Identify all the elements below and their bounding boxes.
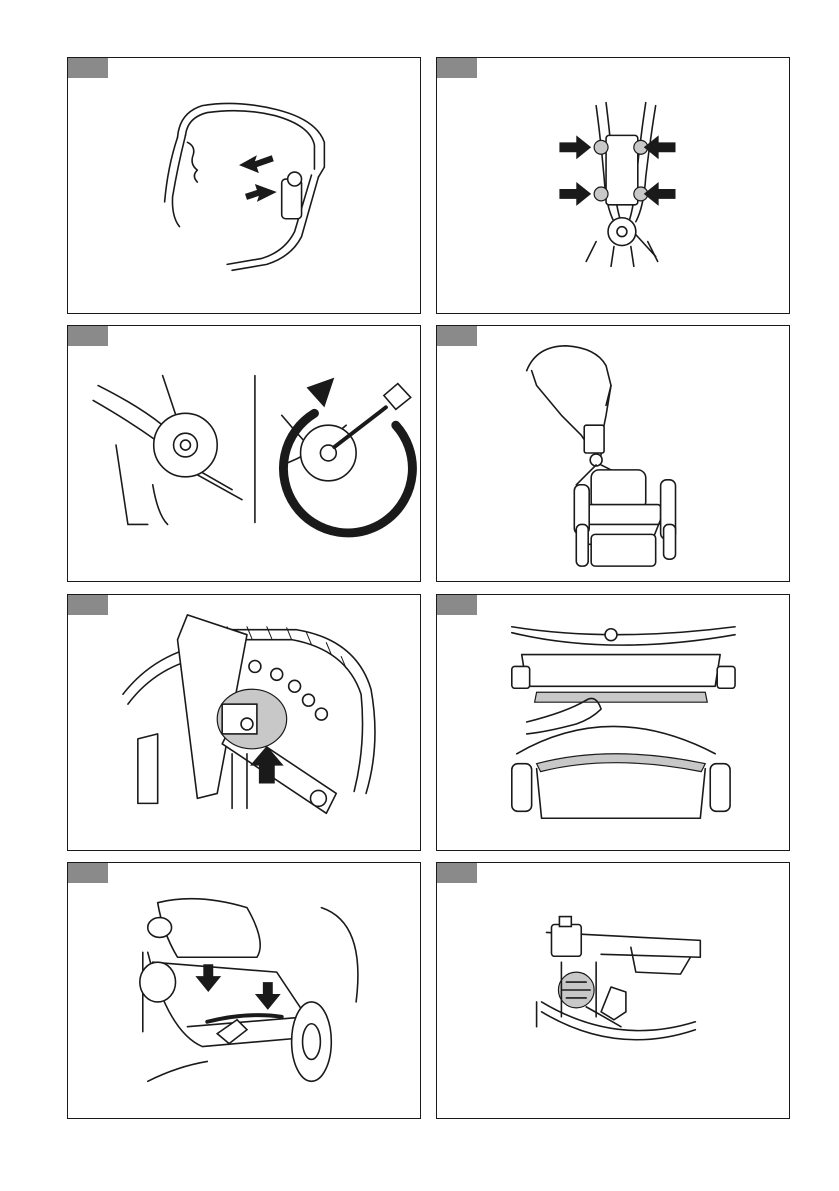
mower-front-view-illustration xyxy=(437,326,789,581)
figure-panel-7 xyxy=(67,862,421,1119)
figure-panel-6 xyxy=(436,594,790,851)
figure-panel-4 xyxy=(436,325,790,582)
figure-panel-1 xyxy=(67,57,421,314)
oil-cap-illustration xyxy=(437,863,789,1118)
figure-panel-3 xyxy=(67,325,421,582)
cable-mounting-illustration xyxy=(68,863,420,1118)
handle-knobs-illustration xyxy=(437,58,789,313)
figure-panel-5 xyxy=(67,594,421,851)
handle-fold-illustration xyxy=(68,58,420,313)
blade-guard-illustration xyxy=(437,595,789,850)
wheel-nut-tighten-illustration xyxy=(68,326,420,581)
figure-panel-2 xyxy=(436,57,790,314)
figure-panel-8 xyxy=(436,862,790,1119)
rear-wheel-lift-illustration xyxy=(68,595,420,850)
